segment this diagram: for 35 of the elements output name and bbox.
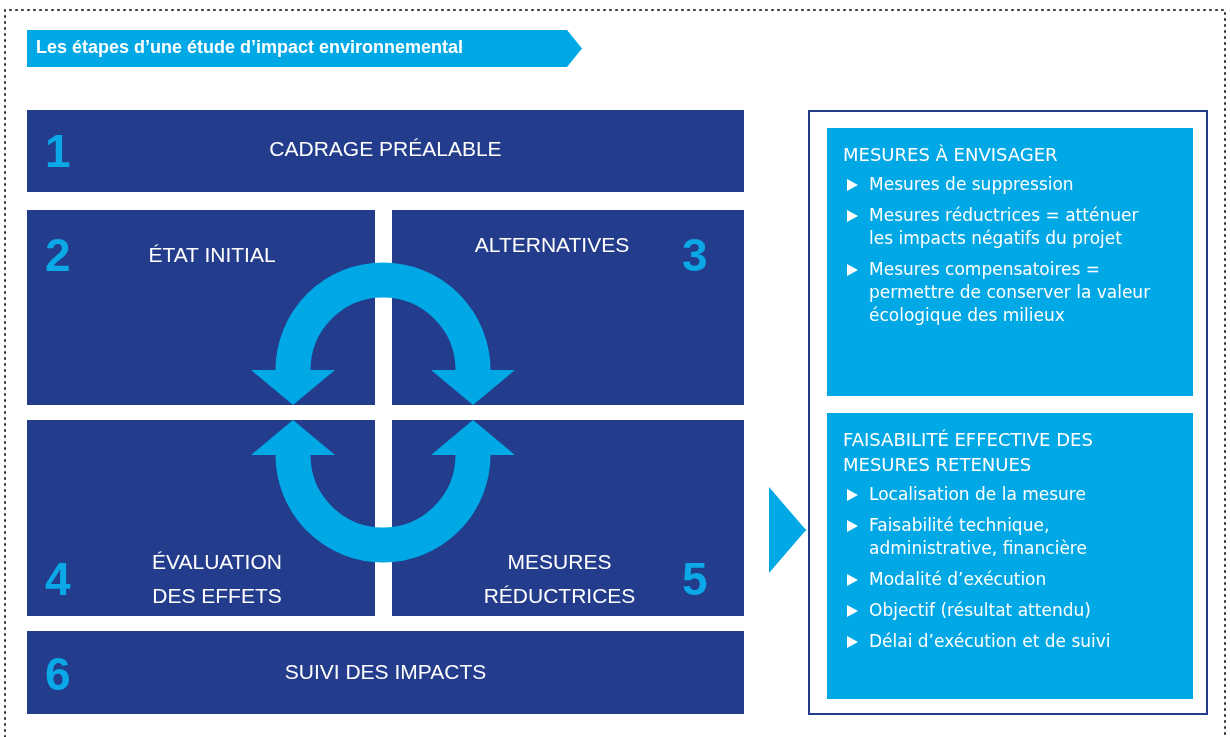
step-label: MESURES RÉDUCTRICES — [482, 549, 637, 609]
bullet-text: Objectif (résultat attendu) — [869, 599, 1092, 622]
chevron-arrow — [769, 487, 807, 573]
step-number: 6 — [45, 651, 72, 697]
panel-heading: FAISABILITÉ EFFECTIVE DES MESURES RETENUES — [843, 428, 1094, 477]
step-number: 1 — [45, 128, 72, 174]
info-panel — [827, 128, 1193, 396]
step-label: SUIVI DES IMPACTS — [283, 659, 488, 685]
bullet-text: Modalité d’exécution — [869, 568, 1048, 591]
bullet-text: Faisabilité technique, administrative, financière — [869, 514, 1088, 560]
step-label: CADRAGE PRÉALABLE — [268, 136, 503, 162]
step-box — [27, 110, 744, 192]
info-panel — [827, 413, 1193, 699]
step-label: ALTERNATIVES — [473, 232, 631, 258]
bullet-text: Mesures réductrices = atténuer les impacts négatifs du projet — [869, 204, 1140, 250]
step-number: 5 — [682, 556, 709, 602]
step-box — [27, 420, 375, 616]
step-label: ÉVALUATION DES EFFETS — [151, 549, 283, 609]
panel-heading: MESURES À ENVISAGER — [843, 143, 1059, 167]
curved-arrow — [251, 420, 515, 563]
step-number: 3 — [682, 232, 709, 278]
step-box — [392, 420, 744, 616]
step-number: 2 — [45, 232, 72, 278]
bullet-text: Délai d’exécution et de suivi — [869, 630, 1112, 653]
curved-arrow — [251, 262, 515, 405]
bullet-text: Localisation de la mesure — [869, 483, 1087, 506]
step-box — [392, 210, 744, 405]
step-number: 4 — [45, 556, 72, 602]
bullet-text: Mesures compensatoires = permettre de conserver la valeur écologique des milieux — [869, 258, 1151, 327]
step-box — [27, 210, 375, 405]
step-box — [27, 631, 744, 714]
outlined-frame — [808, 110, 1208, 715]
bullet-text: Mesures de suppression — [869, 173, 1075, 196]
title: Les étapes d’une étude d’impact environnemental — [36, 37, 464, 58]
step-label: ÉTAT INITIAL — [147, 242, 277, 268]
